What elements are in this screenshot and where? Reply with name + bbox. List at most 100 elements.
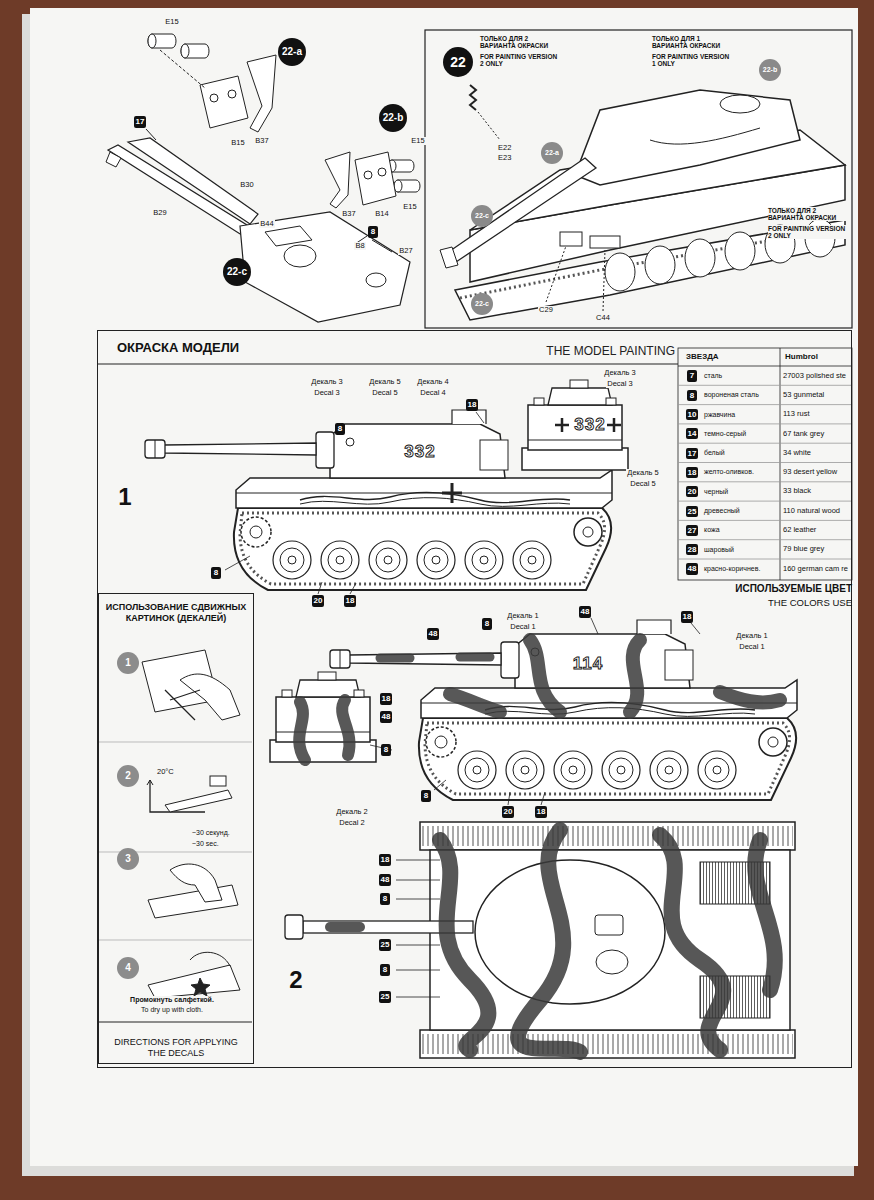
decal-steps <box>148 965 240 998</box>
assembly-parts <box>366 273 386 287</box>
part-number: E23 <box>497 154 512 163</box>
decal-label: Декаль 2 <box>335 808 368 817</box>
assembly-parts <box>247 55 276 132</box>
tank-top-view <box>330 922 360 932</box>
instruction-text: Промокнуть салфеткой. <box>130 996 214 1004</box>
color-name: кожа <box>704 526 720 534</box>
tank-top-view <box>595 915 623 935</box>
assembly-parts <box>148 34 176 48</box>
tank-top-view <box>285 822 795 1058</box>
leader-line <box>396 860 440 997</box>
callout-number: 25 <box>686 506 699 517</box>
step-label: 2 <box>125 771 131 781</box>
decal-label: Декаль 4 <box>416 378 449 387</box>
decal-label: Декаль 1 <box>735 632 768 641</box>
step-label: 22 <box>450 55 466 69</box>
callout-number: 28 <box>686 544 699 555</box>
color-name: древесный <box>704 507 740 515</box>
decal-steps <box>170 864 222 902</box>
tank-side-view-2 <box>450 694 500 712</box>
step-label: 1 <box>125 658 131 668</box>
decal-label: Decal 5 <box>371 389 398 398</box>
callout-number: 20 <box>686 486 699 497</box>
tank-top-view <box>518 830 580 1052</box>
assembly-parts <box>108 145 255 239</box>
assembly-parts <box>146 129 156 140</box>
step-22-panel <box>650 128 760 144</box>
part-number: B37 <box>254 137 269 146</box>
step-number: 22-c <box>223 258 251 286</box>
step-22-panel <box>685 239 715 277</box>
color-name: ржавчина <box>704 411 735 419</box>
color-name: сталь <box>704 372 722 380</box>
part-number: B8 <box>354 242 365 251</box>
part-number: C44 <box>595 314 611 323</box>
decal-steps <box>190 952 230 966</box>
decal-label: Decal 3 <box>313 389 340 398</box>
callout-number: 48 <box>427 628 440 639</box>
decal-label: Decal 1 <box>738 643 765 652</box>
callout-number: 20 <box>502 806 515 817</box>
callout-number: 48 <box>579 606 592 617</box>
decal-steps <box>165 690 200 720</box>
instruction-text: ~30 секунд. <box>192 829 230 837</box>
box-heading: ИСПОЛЬЗОВАНИЕ СДВИЖНЫХ КАРТИНОК (ДЕКАЛЕЙ… <box>105 602 247 625</box>
part-number: B29 <box>152 209 167 218</box>
callout-number: 8 <box>368 226 378 237</box>
assembly-parts <box>355 152 396 205</box>
callout-number: 8 <box>380 964 390 975</box>
assembly-parts <box>181 44 209 58</box>
tank-rear-view-2 <box>270 672 376 762</box>
part-number: B14 <box>374 210 389 219</box>
assembly-parts <box>210 94 218 102</box>
tank-number: 332 <box>404 442 435 462</box>
leader-line <box>225 412 700 997</box>
decal-label: Decal 1 <box>509 623 536 632</box>
color-name: черный <box>704 488 728 496</box>
decal-steps <box>98 940 252 941</box>
decal-label: Декаль 3 <box>310 378 343 387</box>
part-number: 20°C <box>156 768 175 777</box>
tank-rear-view-1 <box>522 380 628 470</box>
humbrol-code: 27003 polished ste <box>783 372 846 381</box>
assembly-parts <box>364 171 372 179</box>
callout-number: 18 <box>380 693 393 704</box>
color-name: вороненая сталь <box>704 391 759 399</box>
step-label: 3 <box>125 854 131 864</box>
tank-number: 114 <box>573 654 603 674</box>
step-22-panel <box>546 246 566 302</box>
step-22-panel <box>590 236 620 248</box>
decal-label: Decal 3 <box>606 380 633 389</box>
part-number: C29 <box>538 306 554 315</box>
tank-top-view <box>285 915 303 939</box>
tank-top-view <box>422 826 793 846</box>
assembly-parts <box>181 44 189 58</box>
paper-sheet <box>22 8 858 1176</box>
callout-number: 10 <box>686 409 699 420</box>
decal-steps <box>98 1022 252 1023</box>
tank-top-view <box>660 835 723 1050</box>
assembly-parts <box>128 138 258 224</box>
callout-number: 17 <box>134 116 147 127</box>
step-label: 4 <box>125 963 131 973</box>
color-name: темно-серый <box>704 430 746 438</box>
humbrol-code: 53 gunmetal <box>783 391 824 400</box>
callout-number: 18 <box>344 595 357 606</box>
step-number: 22-a <box>278 38 306 66</box>
callout-number: 8 <box>380 893 390 904</box>
tank-rear-view-1 <box>555 418 569 432</box>
version-number: 1 <box>118 483 131 511</box>
decal-steps <box>165 790 232 812</box>
callout-number: 14 <box>686 428 699 439</box>
part-number: B37 <box>341 210 356 219</box>
color-table <box>780 348 781 580</box>
decal-instructions-box: ИСПОЛЬЗОВАНИЕ СДВИЖНЫХ КАРТИНОК (ДЕКАЛЕЙ… <box>98 593 254 1064</box>
callout-number: 48 <box>379 874 392 885</box>
callout-number: 27 <box>686 525 699 536</box>
step-22-panel <box>447 158 596 262</box>
tank-side-view-2 <box>380 640 780 712</box>
paper-sheet <box>30 8 858 1166</box>
callout-number: 48 <box>380 711 393 722</box>
